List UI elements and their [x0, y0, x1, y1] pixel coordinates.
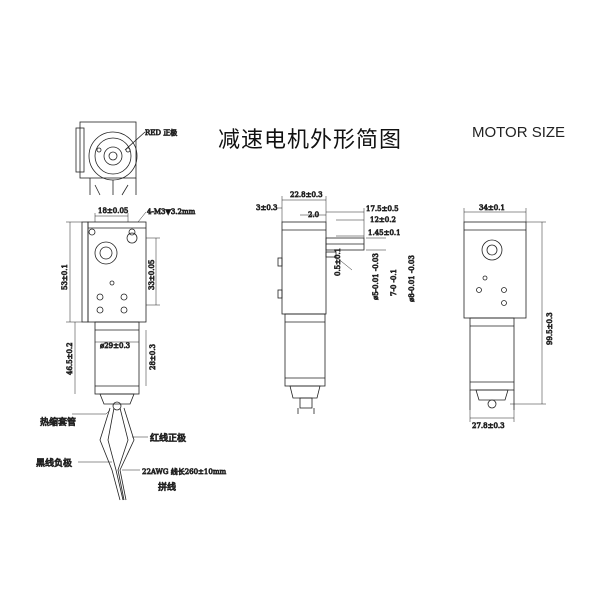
dim-side-05: 0.5±0.1 [334, 248, 342, 276]
right-dimension-lines [463, 208, 546, 422]
drawing-title-en: MOTOR SIZE [472, 124, 566, 141]
wire-spec-label: 22AWG 线长260±10mm [142, 467, 226, 476]
dim-side-12: 12±0.2 [370, 216, 396, 224]
dim-front-m3: 4-M3▼3.2mm [147, 208, 196, 216]
dim-front-18: 18±0.05 [98, 207, 128, 215]
right-view [463, 221, 527, 410]
dim-front-46: 46.5±0.2 [66, 342, 74, 375]
dim-side-2: 2.0 [308, 211, 319, 219]
red-positive-label: RED 正极 [145, 128, 177, 137]
side-view [277, 221, 365, 414]
dim-right-27: 27.8±0.3 [472, 422, 505, 430]
dim-side-17: 17.5±0.5 [366, 205, 399, 213]
dim-right-34: 34±0.1 [479, 204, 505, 212]
dim-front-33: 33±0.05 [148, 260, 156, 290]
dim-side-145: 1.45±0.1 [368, 229, 401, 237]
drawing-title-cn: 减速电机外形简图 [218, 128, 403, 153]
top-end-view [75, 121, 146, 196]
side-dimension-lines [276, 196, 386, 271]
black-wire-label: 黑线负极 [36, 457, 72, 469]
dim-side-phi8: ø8-0.01 -0.03 [408, 255, 416, 302]
front-dimension-lines [66, 211, 160, 471]
dim-side-7: 7-0 -0.1 [390, 269, 398, 296]
dim-front-29: ø29±0.3 [100, 342, 130, 350]
dim-front-28: 28±0.3 [149, 344, 157, 370]
dim-front-53: 53±0.1 [61, 264, 69, 290]
front-view [81, 221, 147, 501]
dim-side-phi5: ø5-0.01 -0.03 [372, 253, 380, 300]
dim-right-99: 99.5±0.3 [546, 312, 554, 345]
heat-shrink-label: 热缩套管 [40, 416, 76, 428]
dim-side-22: 22.8±0.3 [290, 191, 323, 199]
splice-label: 拼线 [158, 481, 176, 493]
dim-side-3: 3±0.3 [256, 204, 277, 212]
red-wire-label: 红线正极 [150, 432, 186, 444]
